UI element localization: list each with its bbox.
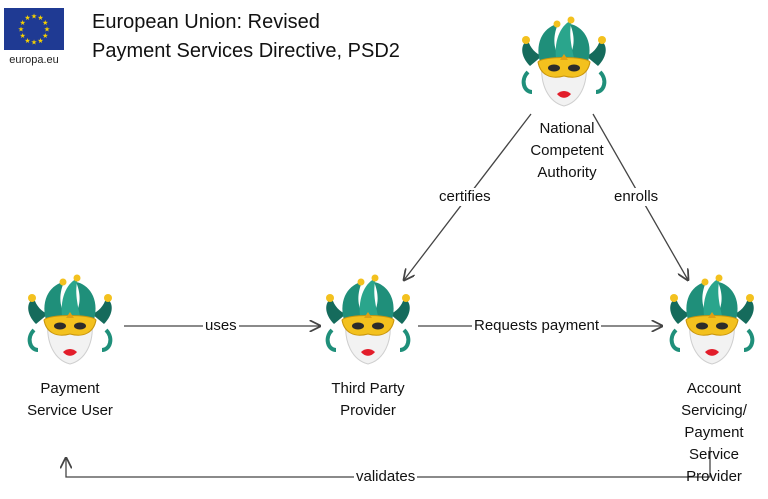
eu-star-icon: ★ bbox=[37, 37, 43, 45]
title-line-1: European Union: Revised bbox=[92, 11, 320, 33]
eu-star-icon: ★ bbox=[42, 19, 48, 27]
nca-mask-icon[interactable] bbox=[520, 14, 608, 108]
eu-star-icon: ★ bbox=[31, 13, 37, 21]
eu-star-icon: ★ bbox=[42, 32, 48, 40]
node-label-user: Payment Service User bbox=[27, 380, 113, 419]
edge-label-certifies: certifies bbox=[437, 188, 493, 206]
eu-star-icon: ★ bbox=[37, 14, 43, 22]
node-label-aspsp: Account Servicing/ Payment Service Provi… bbox=[681, 380, 747, 485]
node-label-nca: National Competent Authority bbox=[530, 120, 604, 181]
title-line-2: Payment Services Directive, PSD2 bbox=[92, 40, 400, 62]
edge-label-requests-payment: Requests payment bbox=[472, 317, 602, 335]
eu-star-icon: ★ bbox=[24, 37, 30, 45]
eu-star-icon: ★ bbox=[44, 26, 50, 34]
eu-flag-icon: ★★★★★★★★★★★★ bbox=[4, 8, 64, 50]
eu-star-icon: ★ bbox=[31, 39, 37, 47]
user-mask-icon[interactable] bbox=[26, 272, 114, 366]
aspsp-mask-icon[interactable] bbox=[668, 272, 756, 366]
logo-text: europa.eu bbox=[9, 54, 59, 66]
eu-star-icon: ★ bbox=[18, 26, 24, 34]
node-label-tpp: Third Party Provider bbox=[331, 380, 405, 419]
eu-star-icon: ★ bbox=[20, 19, 26, 27]
page-title: European Union: Revised Payment Services… bbox=[92, 8, 400, 66]
eu-star-icon: ★ bbox=[20, 32, 26, 40]
eu-logo[interactable]: ★★★★★★★★★★★★ europa.eu bbox=[2, 8, 66, 70]
tpp-mask-icon[interactable] bbox=[324, 272, 412, 366]
eu-star-icon: ★ bbox=[24, 14, 30, 22]
edge-label-uses: uses bbox=[203, 317, 239, 335]
edge-label-enrolls: enrolls bbox=[612, 188, 661, 206]
edge-label-validates: validates bbox=[354, 468, 418, 486]
